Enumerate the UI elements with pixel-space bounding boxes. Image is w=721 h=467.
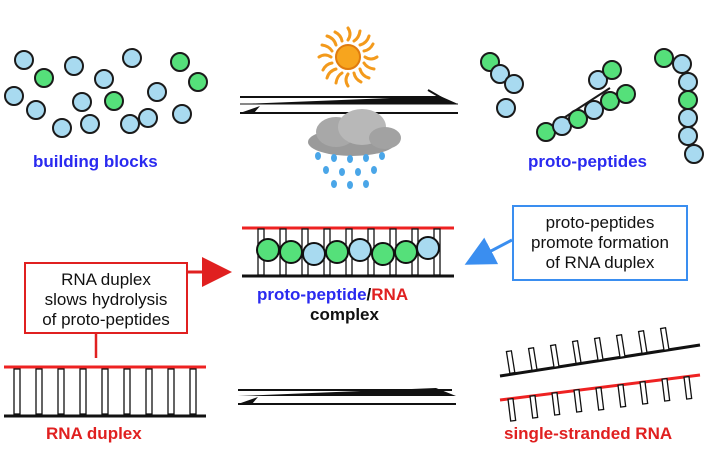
callout-right-line2: promote formation xyxy=(531,233,669,252)
sun-icon xyxy=(317,26,379,88)
proto-peptide-chains xyxy=(480,48,704,164)
complex-label-slash: / xyxy=(366,285,372,304)
complex-label-line1: proto-peptide/RNA xyxy=(257,285,408,305)
equilibrium-arrows-bottom xyxy=(238,388,456,405)
callout-left-line3: of proto-peptides xyxy=(42,310,170,329)
building-blocks-label: building blocks xyxy=(33,152,158,171)
callout-right-line3: of RNA duplex xyxy=(545,253,655,272)
single-stranded-rna-label: single-stranded RNA xyxy=(504,424,673,443)
promote-duplex-callout: proto-peptides promote formation of RNA … xyxy=(512,205,688,281)
callout-left-line2: slows hydrolysis xyxy=(44,290,168,309)
rna-duplex-label: RNA duplex xyxy=(46,424,142,443)
rain-cloud-icon xyxy=(308,109,401,189)
blue-callout-arrow xyxy=(464,237,513,265)
slows-hydrolysis-callout: RNA duplex slows hydrolysis of proto-pep… xyxy=(24,262,188,334)
building-blocks-cluster xyxy=(4,48,208,138)
proto-peptides-label: proto-peptides xyxy=(528,152,647,171)
single-stranded-rna-drawing xyxy=(499,327,701,422)
proto-peptide-rna-complex xyxy=(242,226,454,278)
complex-label-peptide: proto-peptide xyxy=(257,285,367,304)
equilibrium-arrows-top xyxy=(240,89,458,114)
callout-left-line1: RNA duplex xyxy=(61,270,151,289)
complex-label-rna: RNA xyxy=(371,285,409,304)
rna-duplex-drawing xyxy=(4,365,206,418)
callout-right-line1: proto-peptides xyxy=(545,213,655,232)
complex-label-line2: complex xyxy=(310,305,379,324)
